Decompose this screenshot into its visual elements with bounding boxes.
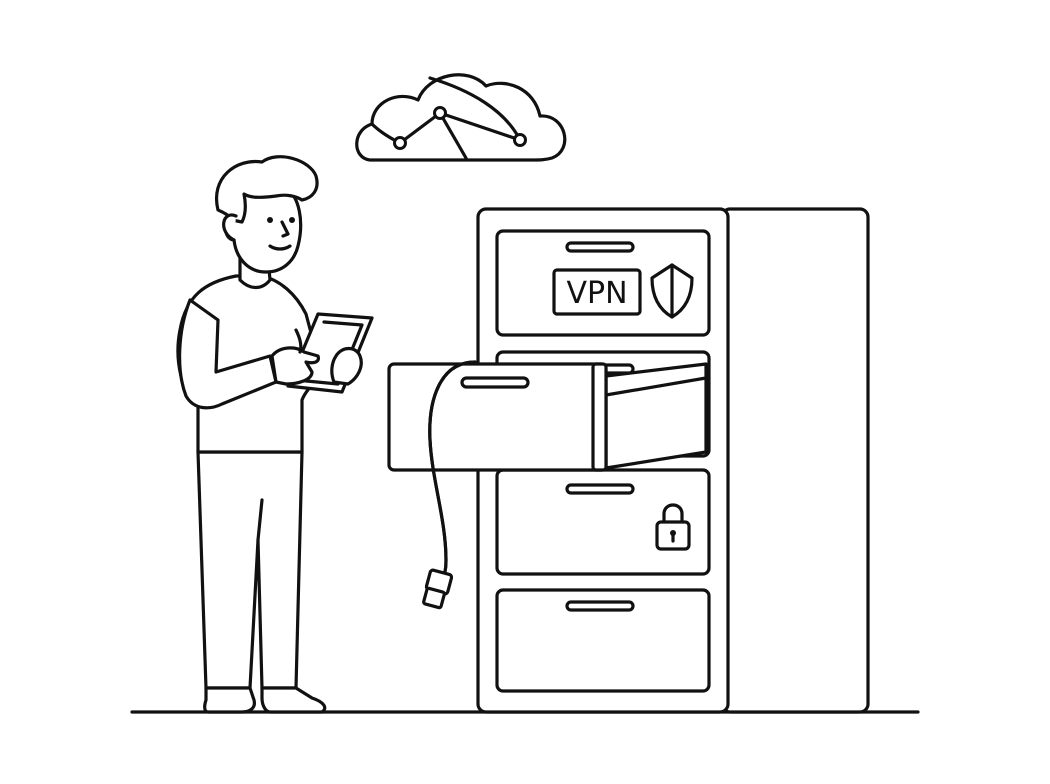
person-hand-right — [330, 346, 363, 386]
open-drawer — [387, 362, 708, 472]
drawer-locked — [495, 468, 711, 576]
vpn-badge — [552, 268, 642, 316]
person-shoe-right — [260, 686, 327, 714]
usb-plug-icon — [422, 568, 454, 610]
padlock-icon — [655, 503, 691, 551]
person-arm-left — [178, 298, 278, 410]
usb-cable — [422, 360, 477, 610]
person-hair — [214, 155, 319, 224]
drawer-vpn: VPN — [495, 229, 711, 337]
person-hand-left — [270, 346, 320, 386]
vpn-label: VPN — [566, 276, 627, 311]
cabinet-side — [720, 207, 870, 714]
cloud-network-icon — [355, 73, 567, 162]
person-shoe-left — [203, 686, 256, 714]
drawer-bottom — [495, 588, 711, 693]
person-legs — [196, 450, 304, 690]
person — [176, 155, 374, 714]
